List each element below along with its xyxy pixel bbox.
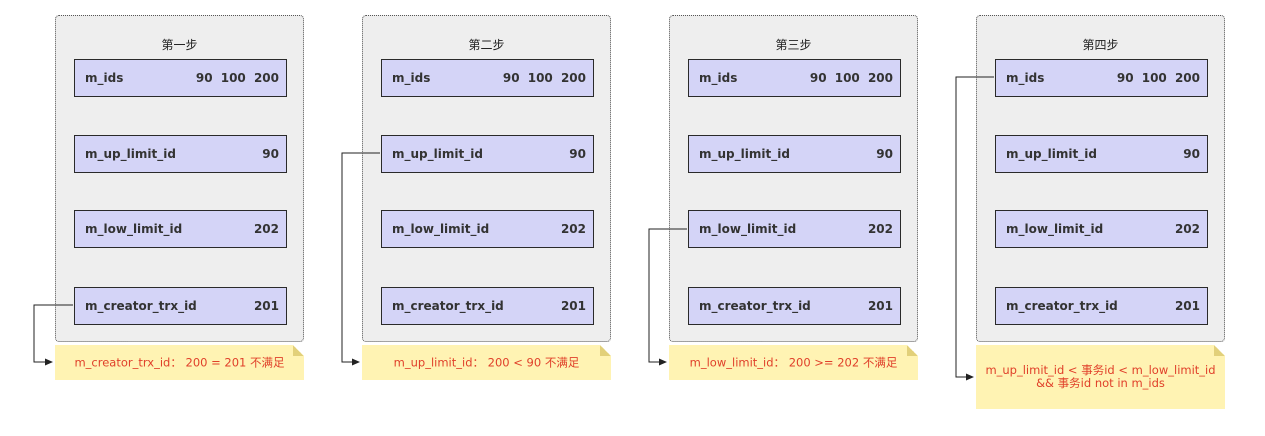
field-value: 90 100 200 [502,71,586,85]
field-m-creator-trx-id: m_creator_trx_id 201 [74,287,287,325]
field-m-low-limit-id: m_low_limit_id 202 [381,210,594,248]
connector-step-1 [33,304,73,366]
step-title: 第四步 [1082,38,1119,52]
note-text: m_creator_trx_id： 200 = 201 不满足 [74,355,285,369]
step-panel-4: 第四步 m_ids 90 100 200 m_up_limit_id 90 m_… [976,15,1225,342]
field-m-low-limit-id: m_low_limit_id 202 [74,210,287,248]
field-value: 202 [867,222,893,236]
condition-note-2: m_up_limit_id： 200 < 90 不满足 [362,345,611,380]
field-m-ids: m_ids 90 100 200 [381,59,594,97]
step-panel-2: 第二步 m_ids 90 100 200 m_up_limit_id 90 m_… [362,15,611,342]
field-value: 201 [1174,299,1200,313]
field-label: m_ids [85,71,124,85]
note-text: m_up_limit_id < 事务id < m_low_limit_id &&… [985,363,1216,390]
field-label: m_creator_trx_id [392,299,504,313]
field-value: 90 [1183,147,1200,161]
field-label: m_ids [699,71,738,85]
field-label: m_up_limit_id [699,147,790,161]
note-fold-corner [1214,345,1225,356]
condition-note-3: m_low_limit_id： 200 >= 202 不满足 [669,345,918,380]
note-fold-corner [293,345,304,356]
field-m-ids: m_ids 90 100 200 [74,59,287,97]
condition-note-1: m_creator_trx_id： 200 = 201 不满足 [55,345,304,380]
condition-note-4: m_up_limit_id < 事务id < m_low_limit_id &&… [976,345,1225,409]
field-label: m_up_limit_id [85,147,176,161]
field-value: 201 [253,299,279,313]
field-label: m_low_limit_id [699,222,797,236]
field-value: 90 100 200 [809,71,893,85]
field-m-up-limit-id: m_up_limit_id 90 [688,135,901,173]
field-m-up-limit-id: m_up_limit_id 90 [381,135,594,173]
connector-step-3 [648,228,687,366]
field-label: m_creator_trx_id [1006,299,1118,313]
field-value: 201 [867,299,893,313]
field-m-up-limit-id: m_up_limit_id 90 [74,135,287,173]
field-m-creator-trx-id: m_creator_trx_id 201 [995,287,1208,325]
step-panel-3: 第三步 m_ids 90 100 200 m_up_limit_id 90 m_… [669,15,918,342]
field-label: m_up_limit_id [1006,147,1097,161]
field-value: 90 100 200 [195,71,279,85]
field-m-low-limit-id: m_low_limit_id 202 [995,210,1208,248]
field-label: m_low_limit_id [392,222,490,236]
field-m-ids: m_ids 90 100 200 [688,59,901,97]
field-label: m_low_limit_id [85,222,183,236]
field-label: m_low_limit_id [1006,222,1104,236]
connector-step-4 [955,76,994,381]
step-title: 第二步 [468,38,505,52]
field-label: m_ids [1006,71,1045,85]
field-m-low-limit-id: m_low_limit_id 202 [688,210,901,248]
field-m-ids: m_ids 90 100 200 [995,59,1208,97]
field-value: 202 [253,222,279,236]
field-m-creator-trx-id: m_creator_trx_id 201 [381,287,594,325]
field-value: 90 [569,147,586,161]
field-value: 202 [560,222,586,236]
step-panel-1: 第一步 m_ids 90 100 200 m_up_limit_id 90 m_… [55,15,304,342]
field-value: 90 100 200 [1116,71,1200,85]
field-value: 201 [560,299,586,313]
field-label: m_ids [392,71,431,85]
field-label: m_up_limit_id [392,147,483,161]
field-label: m_creator_trx_id [699,299,811,313]
note-fold-corner [600,345,611,356]
note-text: m_low_limit_id： 200 >= 202 不满足 [689,355,898,369]
field-m-up-limit-id: m_up_limit_id 90 [995,135,1208,173]
step-title: 第三步 [775,38,812,52]
field-value: 202 [1174,222,1200,236]
step-title: 第一步 [161,38,198,52]
connector-step-2 [341,152,380,366]
note-fold-corner [907,345,918,356]
field-label: m_creator_trx_id [85,299,197,313]
note-text: m_up_limit_id： 200 < 90 不满足 [393,355,580,369]
field-value: 90 [262,147,279,161]
field-m-creator-trx-id: m_creator_trx_id 201 [688,287,901,325]
field-value: 90 [876,147,893,161]
